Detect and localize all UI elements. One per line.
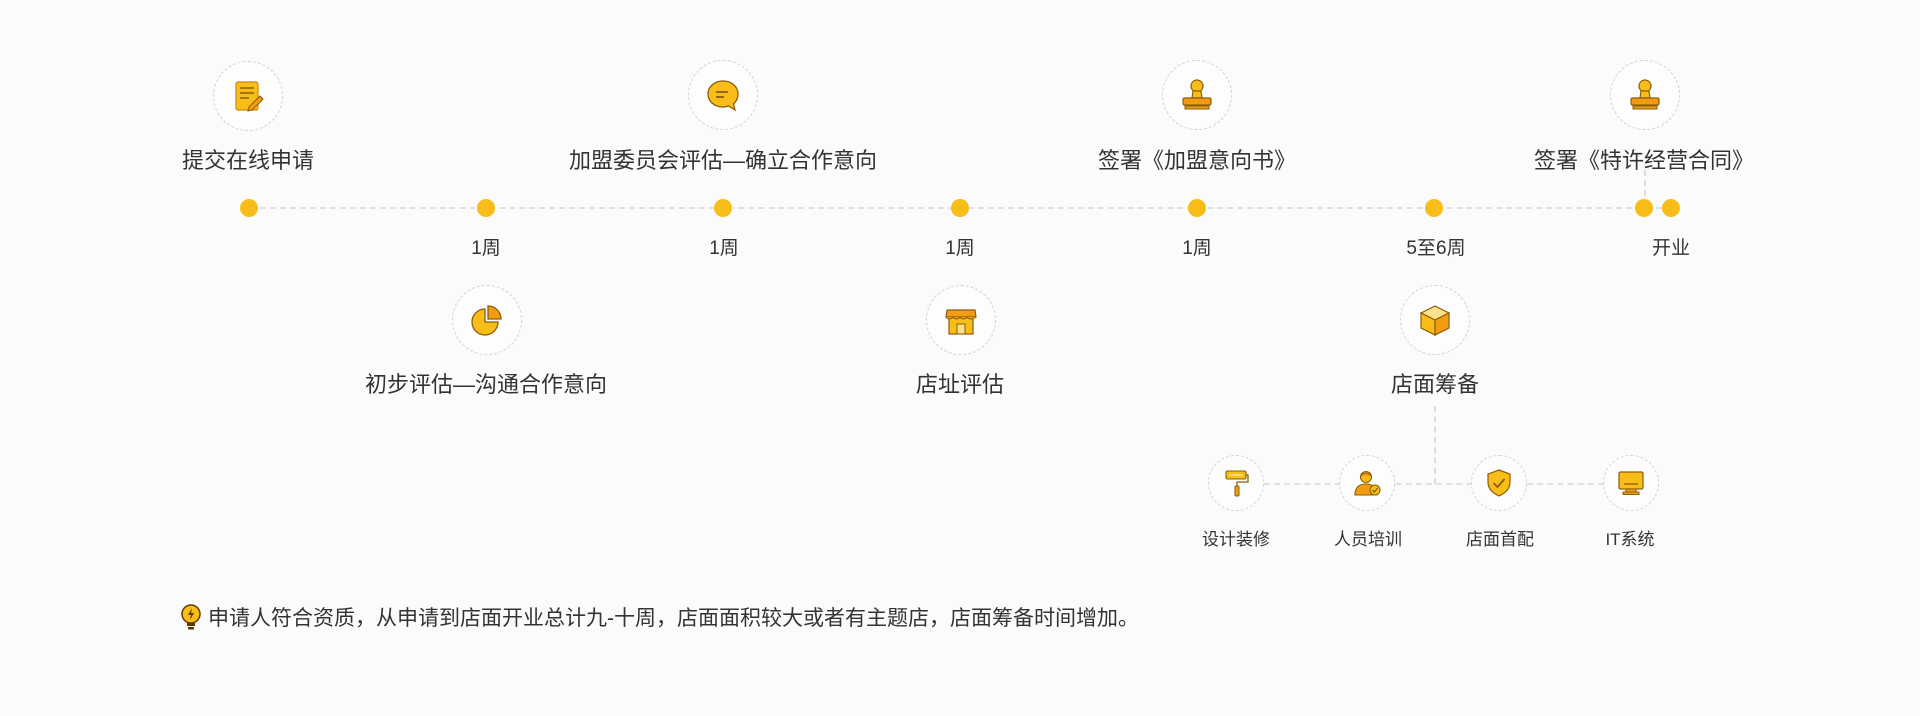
substep-it-circle (1603, 455, 1659, 511)
step-submit-circle (213, 61, 283, 131)
duration-5: 5至6周 (1406, 238, 1466, 259)
timeline-dot-6 (1425, 199, 1443, 217)
step-prepare-circle (1400, 285, 1470, 355)
timeline-dot-2 (477, 199, 495, 217)
step-sign-intent-label: 签署《加盟意向书》 (1097, 148, 1297, 173)
substeps-line (1264, 483, 1604, 485)
substep-staff-circle (1339, 455, 1395, 511)
timeline-dot-3 (714, 199, 732, 217)
monitor-icon (1618, 471, 1644, 495)
substep-design-circle (1208, 455, 1264, 511)
box-icon (1419, 305, 1451, 336)
step-submit-label: 提交在线申请 (181, 148, 315, 173)
duration-3: 1周 (945, 238, 975, 259)
step-committee-circle (688, 60, 758, 130)
staff-icon (1354, 470, 1381, 496)
prepare-connector (1434, 406, 1436, 484)
form-edit-icon (235, 81, 264, 112)
timeline-dot-1 (240, 199, 258, 217)
chat-bubble-icon (707, 80, 739, 112)
duration-open: 开业 (1651, 238, 1691, 259)
storefront-icon (945, 309, 977, 335)
step-prepare-label: 店面筹备 (1390, 372, 1480, 397)
step-sign-contract-label: 签署《特许经营合同》 (1533, 148, 1755, 173)
step-initial-label: 初步评估—沟通合作意向 (364, 372, 608, 397)
duration-2: 1周 (709, 238, 739, 259)
timeline-dot-7 (1635, 199, 1653, 217)
step-site-circle (926, 285, 996, 355)
substep-first-stock-label: 店面首配 (1466, 530, 1534, 549)
step-sign-contract-circle (1610, 60, 1680, 130)
step-initial-circle (452, 285, 522, 355)
substep-it-label: IT系统 (1605, 530, 1655, 549)
timeline-dot-open (1662, 199, 1680, 217)
substep-staff-label: 人员培训 (1334, 530, 1402, 549)
stamp-icon (1182, 79, 1212, 110)
stamp-icon (1630, 79, 1660, 110)
pie-chart-icon (471, 305, 502, 336)
substep-design-label: 设计装修 (1202, 530, 1270, 549)
shield-check-icon (1487, 469, 1511, 497)
step-site-label: 店址评估 (915, 372, 1005, 397)
paint-roller-icon (1225, 470, 1249, 497)
timeline-dot-5 (1188, 199, 1206, 217)
note-text: 申请人符合资质，从申请到店面开业总计九-十周，店面面积较大或者有主题店，店面筹备… (208, 607, 1139, 630)
duration-1: 1周 (471, 238, 501, 259)
bulb-icon (181, 604, 201, 630)
timeline-dot-4 (951, 199, 969, 217)
substep-first-stock-circle (1471, 455, 1527, 511)
contract-connector (1644, 170, 1646, 206)
step-committee-label: 加盟委员会评估—确立合作意向 (568, 148, 878, 173)
duration-4: 1周 (1182, 238, 1212, 259)
step-sign-intent-circle (1162, 60, 1232, 130)
timeline-note: 申请人符合资质，从申请到店面开业总计九-十周，店面面积较大或者有主题店，店面筹备… (180, 602, 1139, 632)
